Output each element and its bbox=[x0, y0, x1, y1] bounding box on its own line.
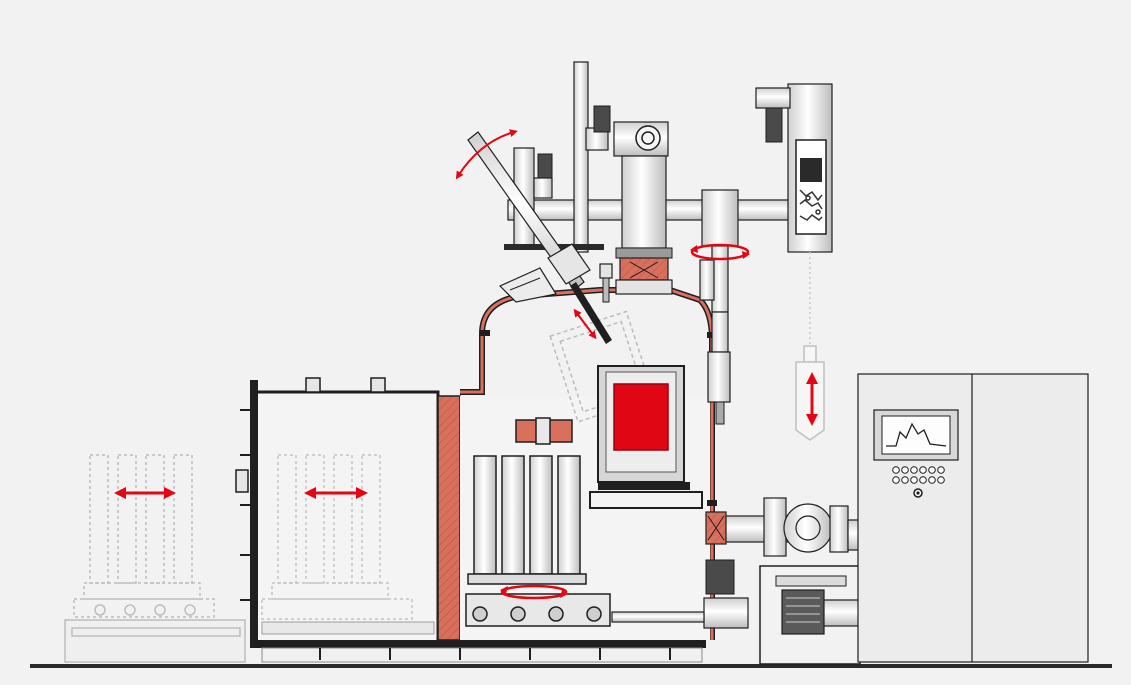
tundish bbox=[515, 417, 573, 445]
mold-chamber bbox=[235, 377, 440, 644]
vent-pipe bbox=[573, 61, 589, 253]
charge-feeder bbox=[755, 83, 833, 346]
molten-metal bbox=[613, 383, 669, 451]
floor-line bbox=[30, 664, 1112, 668]
control-cabinet bbox=[857, 373, 1089, 663]
casting-molds bbox=[467, 455, 587, 585]
waveform-screen-icon bbox=[886, 422, 947, 447]
furnace-base bbox=[250, 640, 706, 663]
valve-rotation-arrow bbox=[690, 243, 750, 261]
turntable-rotation-arrow bbox=[500, 584, 568, 600]
isolation-valve bbox=[437, 395, 461, 641]
rotary-valve bbox=[699, 189, 739, 425]
control-buttons bbox=[892, 466, 945, 484]
lance-feed-arrow bbox=[573, 308, 597, 340]
mold-turntable bbox=[465, 593, 611, 627]
charge-material bbox=[799, 189, 823, 221]
feeder-bucket bbox=[795, 345, 825, 441]
mold-cart-parked bbox=[64, 454, 246, 663]
melt-chamber bbox=[460, 287, 717, 640]
lance-swing-arrow bbox=[455, 129, 518, 180]
central-column bbox=[613, 121, 673, 295]
